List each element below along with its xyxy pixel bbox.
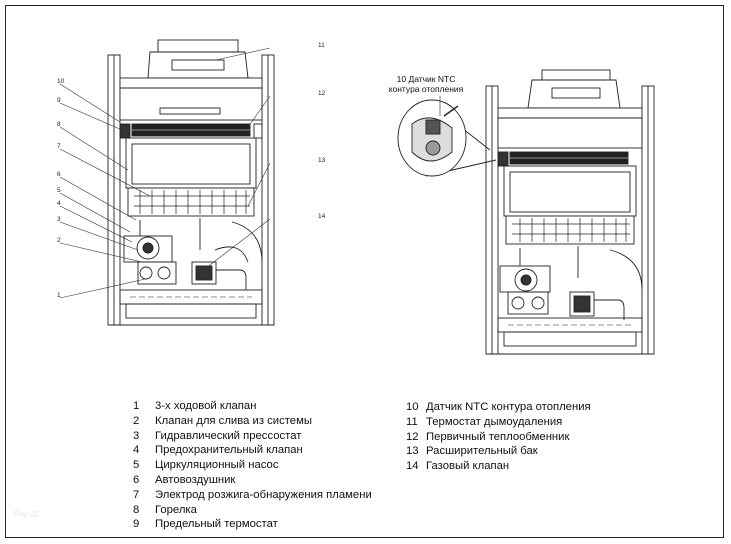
legend-number: 9 xyxy=(133,518,140,531)
legend-number: 14 xyxy=(406,460,419,473)
ntc-callout-line-1: 10 Датчик NTC xyxy=(396,74,456,84)
legend-text: Предохранительный клапан xyxy=(155,444,303,457)
legend-item: 6 Автовоздушник xyxy=(133,473,372,488)
num-11: 11 xyxy=(318,42,325,49)
legend-item: 13 Расширительный бак xyxy=(406,444,591,459)
legend-left: 1 3-х ходовой клапан 2 Клапан для слива из… xyxy=(133,399,372,532)
legend-item: 11 Термостат дымоудаления xyxy=(406,415,591,430)
legend-number: 6 xyxy=(133,473,140,486)
num-14: 14 xyxy=(318,213,326,220)
boiler-left xyxy=(107,39,275,326)
legend-item: 5 Циркуляционный насос xyxy=(133,458,372,473)
num-3: 3 xyxy=(57,216,61,223)
leaders-left xyxy=(59,47,271,299)
legend-item: 1 3-х ходовой клапан xyxy=(133,399,372,414)
legend-item: 3 Гидравлический прессостат xyxy=(133,429,372,444)
legend-number: 1 xyxy=(133,400,140,412)
num-7: 7 xyxy=(57,143,61,150)
legend-text: Предельный термостат xyxy=(155,518,278,531)
legend-item: 4 Предохранительный клапан xyxy=(133,443,372,458)
legend-number: 7 xyxy=(133,488,140,501)
legend-number: 5 xyxy=(133,459,140,472)
legend-text: Электрод розжига-обнаружения пламени xyxy=(155,488,372,501)
num-12: 12 xyxy=(318,90,326,97)
legend-item: 2 Клапан для слива из системы xyxy=(133,414,372,429)
legend-item: 12 Первичный теплообменник xyxy=(406,430,591,445)
legend-number: 3 xyxy=(133,429,140,442)
legend-number: 11 xyxy=(406,415,418,428)
boiler-right xyxy=(485,69,655,355)
legend-item: 10 Датчик NTC контура отопления xyxy=(406,400,591,415)
legend-text: Гидравлический прессостат xyxy=(155,429,302,442)
legend-text: Циркуляционный насос xyxy=(155,459,279,472)
num-5: 5 xyxy=(57,187,61,194)
num-9: 9 xyxy=(57,97,61,104)
legend-number: 4 xyxy=(133,444,140,457)
num-4: 4 xyxy=(57,200,61,207)
legend-text: Датчик NTC контура отопления xyxy=(426,401,591,413)
legend-item: 8 Горелка xyxy=(133,503,372,518)
legend-text: Автовоздушник xyxy=(155,473,236,486)
legend-text: Горелка xyxy=(155,503,197,516)
legend-number: 13 xyxy=(406,445,419,458)
num-8: 8 xyxy=(57,121,61,128)
legend-number: 12 xyxy=(406,430,419,443)
legend-text: Газовый клапан xyxy=(426,460,510,473)
legend-right: 10 Датчик NTC контура отопления 11 Термост… xyxy=(406,400,591,474)
legend-text: Расширительный бак xyxy=(426,445,538,458)
ntc-callout-label: 10 Датчик NTC контура отопления xyxy=(378,74,474,94)
legend-text: Первичный теплообменник xyxy=(426,430,570,443)
num-1: 1 xyxy=(57,292,61,299)
legend-text: Термостат дымоудаления xyxy=(426,415,563,428)
legend-item: 9 Предельный термостат xyxy=(133,517,372,532)
legend-number: 8 xyxy=(133,503,140,516)
figure-caption: Рис.22 xyxy=(14,510,39,519)
ntc-callout-line-2: контура отопления xyxy=(388,84,464,94)
legend-number: 2 xyxy=(133,414,140,427)
legend-item: 14 Газовый клапан xyxy=(406,459,591,474)
diagram-number-labels: 10 9 8 7 6 5 4 3 2 1 11 12 13 14 xyxy=(57,42,326,299)
num-2: 2 xyxy=(57,237,61,244)
legend-item: 7 Электрод розжига-обнаружения пламени xyxy=(133,488,372,503)
num-6: 6 xyxy=(57,171,61,178)
num-10: 10 xyxy=(57,78,65,85)
legend-text: 3-х ходовой клапан xyxy=(155,400,257,412)
legend-text: Клапан для слива из системы xyxy=(155,414,312,427)
num-13: 13 xyxy=(318,157,326,164)
legend-number: 10 xyxy=(406,401,419,413)
ntc-zoom-callout xyxy=(397,96,497,177)
